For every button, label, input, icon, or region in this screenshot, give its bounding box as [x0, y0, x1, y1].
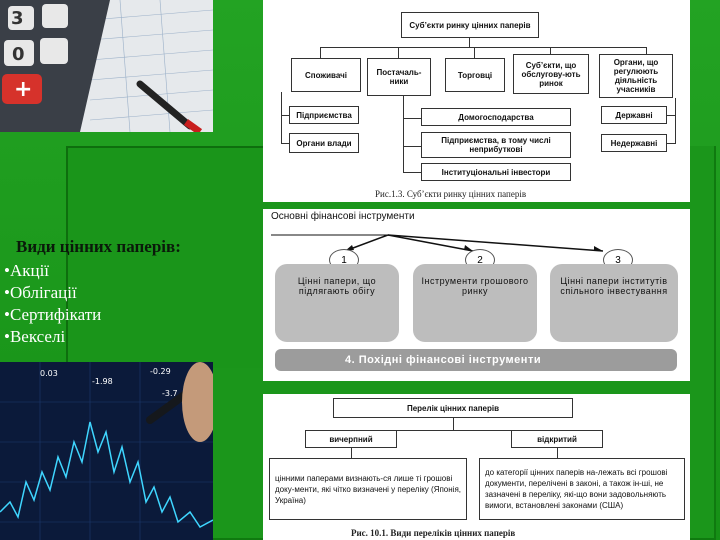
diagram-box-authorities: Органи влади — [289, 133, 359, 153]
diagram-box-state: Державні — [601, 106, 667, 124]
svg-text:-3.7: -3.7 — [162, 389, 178, 398]
list-item: •Облігації — [4, 283, 77, 302]
diagram-box-service-entities: Суб’єкти, що обслугову-ють ринок — [513, 54, 589, 94]
market-participants-diagram: Суб’єкти ринку цінних паперів Споживачі … — [263, 0, 690, 202]
list-item: •Акції — [4, 261, 50, 280]
svg-text:0.03: 0.03 — [40, 369, 58, 378]
instrument-pill: Цінні папери інститутів спільного інвест… — [550, 264, 678, 342]
diagram-box-institutional-investors: Інституціональні інвестори — [421, 163, 571, 181]
diagram-box-nonstate: Недержавні — [601, 134, 667, 152]
derivatives-bar: 4. Похідні фінансові інструменти — [275, 349, 677, 371]
list-item: •Сертифікати — [4, 305, 102, 324]
background-panel-left — [66, 146, 268, 368]
instrument-pill: Інструменти грошового ринку — [413, 264, 537, 342]
diagram-box-suppliers: Постачаль-ники — [367, 58, 431, 96]
instrument-pill: Цінні папери, що підлягають обігу — [275, 264, 399, 342]
svg-text:+: + — [14, 77, 32, 102]
securities-types-list: •Акції •Облігації •Сертифікати •Векселі — [4, 260, 101, 348]
securities-list-diagram: Перелік цінних паперів вичерпний відкрит… — [263, 394, 690, 540]
svg-text:3: 3 — [11, 8, 24, 29]
diagram-root-box: Суб’єкти ринку цінних паперів — [401, 12, 539, 38]
svg-text:-1.98: -1.98 — [92, 377, 113, 386]
diagram-box-consumers: Споживачі — [291, 58, 361, 92]
svg-text:-0.29: -0.29 — [150, 367, 171, 376]
exhaustive-list-box: вичерпний — [305, 430, 397, 448]
diagram-heading: Основні фінансові інструменти — [271, 211, 415, 222]
stock-chart-photo: 0.03 -1.98 -0.29 -3.7 — [0, 362, 213, 540]
exhaustive-list-description: цінними паперами визнають-ся лише ті гро… — [269, 458, 467, 520]
diagram-caption: Рис.1.3. Суб’єкти ринку цінних паперів — [375, 189, 527, 199]
calculator-photo: 3 0 + — [0, 0, 213, 132]
open-list-box: відкритий — [511, 430, 603, 448]
securities-types-title: Види цінних паперів: — [16, 237, 181, 256]
open-list-description: до категорії цінних паперів на-лежать вс… — [479, 458, 685, 520]
financial-instruments-diagram: Основні фінансові інструменти 1 2 3 Цінн… — [263, 209, 690, 381]
diagram-box-regulators: Органи, що регулюють діяльність учасникі… — [599, 54, 673, 98]
diagram-box-enterprises: Підприємства — [289, 106, 359, 124]
diagram-caption: Рис. 10.1. Види переліків цінних паперів — [351, 528, 516, 538]
list-item: •Векселі — [4, 327, 66, 346]
svg-text:0: 0 — [12, 44, 25, 65]
diagram-box-traders: Торговці — [445, 58, 505, 92]
diagram-box-households: Домогосподарства — [421, 108, 571, 126]
diagram-root-box: Перелік цінних паперів — [333, 398, 573, 418]
diagram-box-enterprises-nonprofit: Підприємства, в тому числі неприбуткові — [421, 132, 571, 158]
